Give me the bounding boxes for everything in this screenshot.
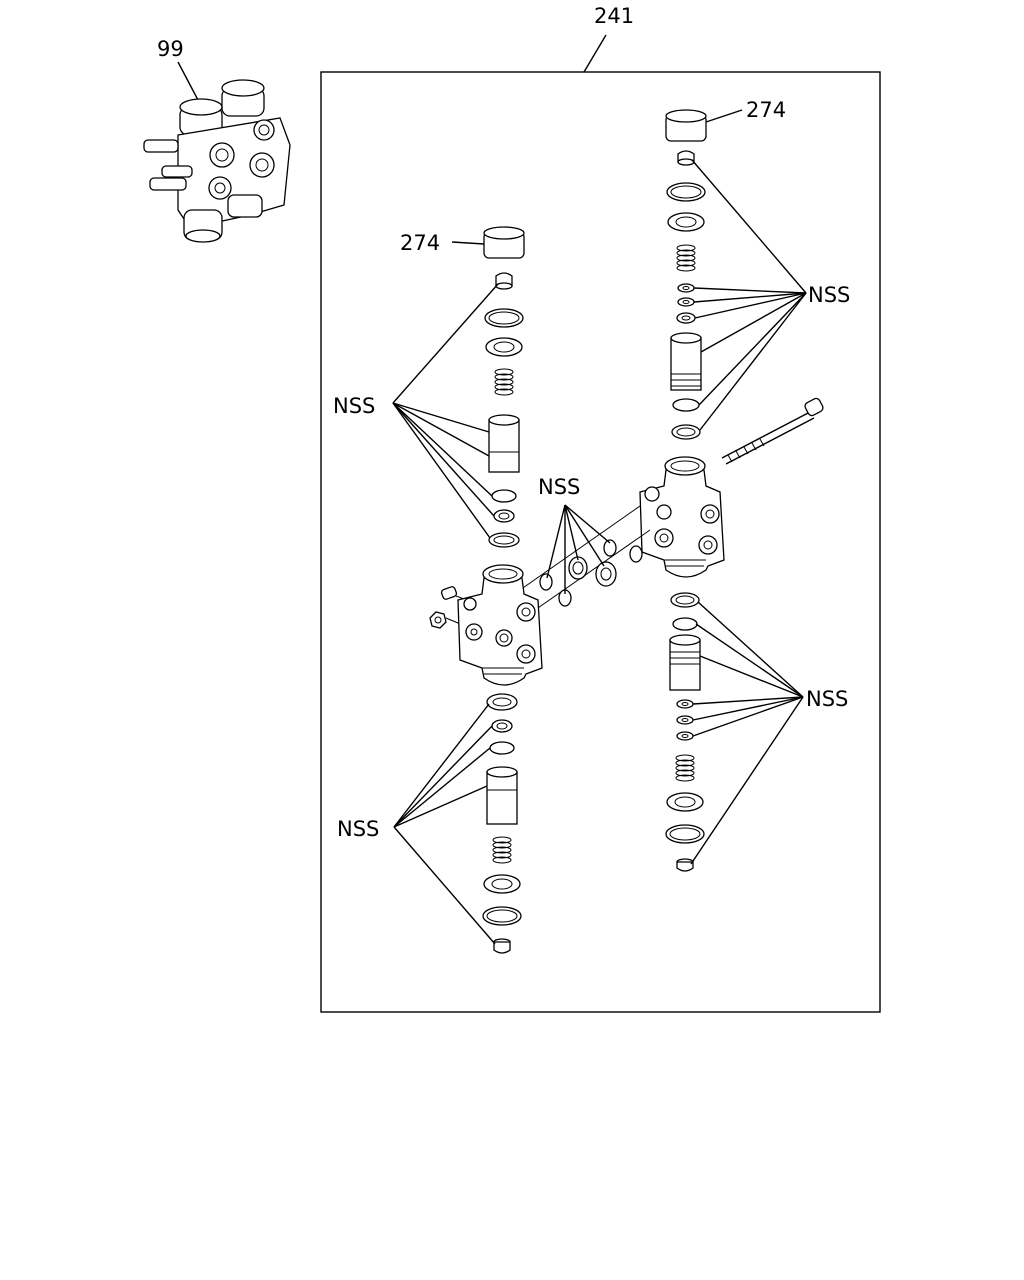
nss-upper-left-leaders xyxy=(392,283,499,539)
nss-label-upper-right: NSS xyxy=(808,283,850,307)
right-valve-cap xyxy=(665,109,707,142)
callout-241: 241 xyxy=(594,4,634,28)
right-upper-stack xyxy=(666,150,706,440)
callout-241-leader xyxy=(583,34,607,73)
nss-upper-right-leaders xyxy=(691,159,807,431)
callout-274-left-leader xyxy=(451,241,485,245)
left-valve-cap xyxy=(483,226,525,259)
callout-99-leader xyxy=(177,61,199,101)
center-connector-lines xyxy=(519,505,651,611)
nss-label-upper-left: NSS xyxy=(333,394,375,418)
callout-99: 99 xyxy=(157,37,184,61)
nss-lower-right-leaders xyxy=(690,601,804,865)
left-upper-stack xyxy=(484,272,524,548)
assembly-frame xyxy=(320,71,881,1013)
center-connector-parts xyxy=(539,539,643,607)
nss-label-center: NSS xyxy=(538,475,580,499)
left-valve-body xyxy=(457,564,543,686)
right-valve-body xyxy=(639,456,725,578)
left-nut-screw xyxy=(429,586,479,629)
nss-lower-left-leaders xyxy=(393,703,496,945)
callout-274-right-leader xyxy=(705,109,743,123)
left-lower-stack xyxy=(482,693,522,954)
nss-center-leaders xyxy=(546,504,611,594)
right-lower-stack xyxy=(665,592,705,872)
overview-valve-assembly xyxy=(143,79,291,243)
callout-274-right: 274 xyxy=(746,98,786,122)
long-bolt xyxy=(721,397,824,465)
nss-label-lower-right: NSS xyxy=(806,687,848,711)
nss-label-lower-left: NSS xyxy=(337,817,379,841)
callout-274-left: 274 xyxy=(400,231,440,255)
